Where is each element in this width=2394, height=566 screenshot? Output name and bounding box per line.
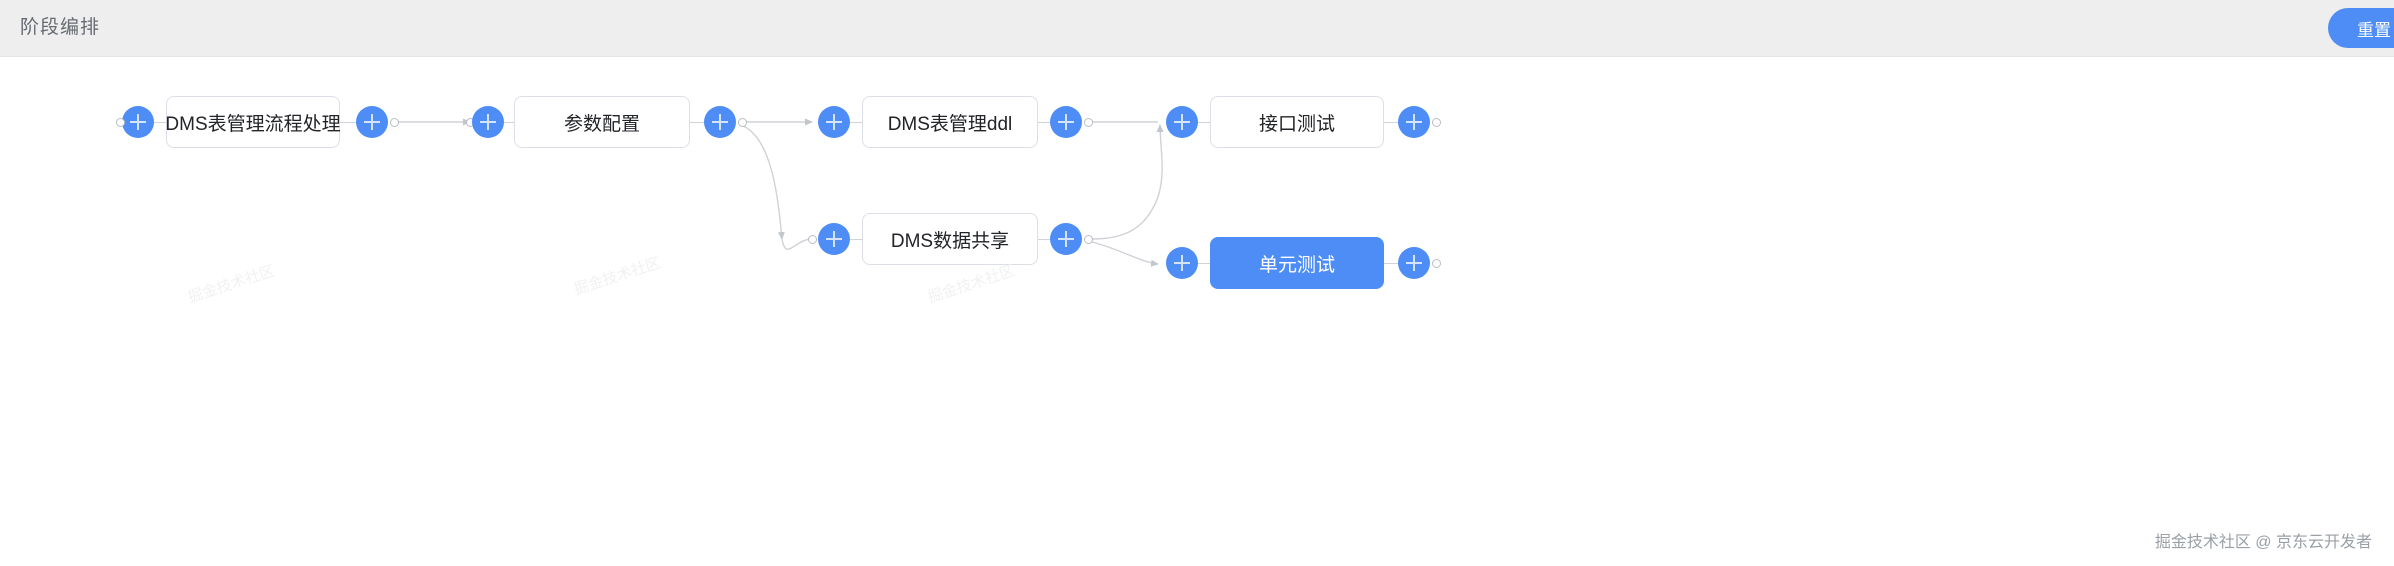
port-dot (1084, 118, 1093, 127)
edge-stub (1038, 239, 1050, 240)
stage-node-dms-data-share[interactable]: DMS数据共享 (862, 213, 1038, 265)
stage-node-label: DMS数据共享 (890, 230, 1010, 252)
add-stage-button-10[interactable] (1050, 223, 1082, 255)
stage-node-dms-table-flow[interactable]: DMS表管理流程处理 (165, 96, 341, 148)
add-stage-button-2[interactable] (356, 106, 388, 138)
edge-stub (850, 122, 862, 123)
stage-node-unit-test[interactable]: 单元测试 (1210, 237, 1384, 289)
add-stage-button-7[interactable] (1166, 106, 1198, 138)
port-dot (390, 118, 399, 127)
edge-stub (154, 122, 166, 123)
add-stage-button-6[interactable] (1050, 106, 1082, 138)
stage-node-label: 参数配置 (563, 113, 640, 135)
add-stage-button-4[interactable] (704, 106, 736, 138)
add-stage-button-11[interactable] (1166, 247, 1198, 279)
port-dot (1432, 118, 1441, 127)
add-stage-button-1[interactable] (122, 106, 154, 138)
pipeline-canvas[interactable]: DMS表管理流程处理 参数配置 DMS表管理ddl 接口测试 DMS数据共享 (0, 57, 2394, 566)
port-dot (738, 118, 747, 127)
edge-stub (1198, 263, 1210, 264)
watermark: 掘金技术社区 (571, 254, 663, 299)
page-title: 阶段编排 (20, 17, 101, 38)
add-stage-button-5[interactable] (818, 106, 850, 138)
stage-node-label: DMS表管理ddl (887, 113, 1013, 135)
edge-stub (1384, 263, 1398, 264)
stage-node-interface-test[interactable]: 接口测试 (1210, 96, 1384, 148)
edge-stub (1384, 122, 1398, 123)
edge-layer (397, 118, 1164, 267)
stage-node-param-config[interactable]: 参数配置 (514, 96, 690, 148)
stage-node-label: 单元测试 (1258, 254, 1335, 276)
port-dot (808, 235, 817, 244)
watermark-credit: 掘金技术社区 @ 京东云开发者 (2154, 534, 2372, 551)
port-dot (116, 118, 125, 127)
watermark: 掘金技术社区 (925, 262, 1017, 307)
edge-stub (504, 122, 514, 123)
add-stage-button-9[interactable] (818, 223, 850, 255)
page-header: 阶段编排 重置 (0, 0, 2394, 57)
port-dot (1084, 235, 1093, 244)
edge-stub (1198, 122, 1210, 123)
watermark: 掘金技术社区 (185, 262, 277, 307)
reset-button[interactable]: 重置 (2328, 8, 2394, 48)
add-stage-button-3[interactable] (472, 106, 504, 138)
stage-node-dms-table-ddl[interactable]: DMS表管理ddl (862, 96, 1038, 148)
port-dot (1432, 259, 1441, 268)
add-stage-button-12[interactable] (1398, 247, 1430, 279)
stage-node-label: 接口测试 (1258, 113, 1335, 135)
add-stage-button-8[interactable] (1398, 106, 1430, 138)
edge-stub (690, 122, 704, 123)
edge-stub (850, 239, 862, 240)
stage-node-label: DMS表管理流程处理 (165, 113, 341, 135)
edge-stub (1038, 122, 1050, 123)
edge-stub (340, 122, 356, 123)
